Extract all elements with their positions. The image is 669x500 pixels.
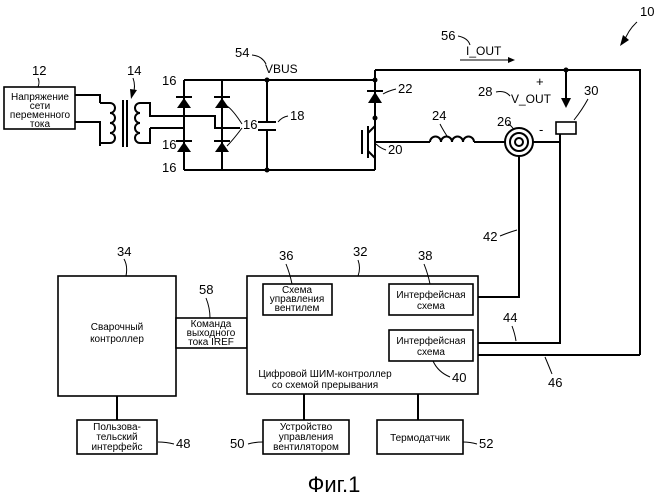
leader-28 [496,92,510,97]
minus-sign: - [539,122,543,137]
interface-bottom-text-1: Интерфейсная [396,335,465,347]
leader-32 [358,260,360,276]
leader-34 [124,259,127,276]
ref-36: 36 [279,248,293,263]
ref-32: 32 [353,244,367,259]
output-terminal-30 [556,122,576,134]
leader-48 [158,442,174,444]
ref-14: 14 [127,63,141,78]
leader-30 [574,99,588,120]
leader-50 [248,442,263,444]
transformer-primary-leads [100,103,110,143]
interface-top-text-1: Интерфейсная [396,289,465,301]
current-sensor-inner [510,133,528,151]
ref-48: 48 [176,436,190,451]
transformer-primary-coil [110,103,115,143]
ref-16-b: 16 [162,137,176,152]
diode-bridge-1 [177,98,191,108]
leader-22 [383,89,396,94]
ref-44: 44 [503,310,517,325]
command-text-3: тока IREF [188,337,234,348]
diode-bridge-4 [215,142,229,152]
ref-42: 42 [483,229,497,244]
wire-mains-bottom [75,122,100,146]
wire-sensor-to-output [533,134,560,142]
wire-current-feedback-42 [478,156,519,297]
ref-24: 24 [432,108,446,123]
welding-controller-text-2: контроллер [90,334,144,345]
leader-16-d-2 [227,128,242,146]
gate-driver-text-3: вентилем [275,303,320,314]
wire-switch-to-inductor [375,118,430,142]
ref-54: 54 [235,45,249,60]
ref-20: 20 [388,142,402,157]
wire-secondary-bottom [140,128,150,143]
mains-text-4: тока [30,119,51,130]
ref-50: 50 [230,436,244,451]
arrowhead-output [561,98,571,108]
figure-caption: Фиг.1 [308,472,361,497]
i-out-arrowhead [508,57,515,63]
interface-top-text-2: схема [417,301,445,312]
leader-46 [545,357,552,374]
leader-58 [206,298,210,318]
interface-bottom-text-2: схема [417,347,445,358]
diode-22 [368,92,382,103]
vbus-label: VBUS [265,62,298,76]
arrowhead-14 [130,89,137,99]
leader-44 [512,326,516,341]
fan-control-text-3: вентилятором [273,442,339,453]
leader-54 [252,55,266,64]
junction-cap-bottom [265,168,270,173]
current-sensor-core [515,138,523,146]
wire-mains-top [75,95,100,103]
i-out-label: I_OUT [466,44,502,58]
ref-40: 40 [452,370,466,385]
junction-cap-top [265,78,270,83]
ref-16-d: 16 [243,117,257,132]
inductor-24 [430,137,474,143]
plus-sign: + [536,74,544,89]
ref-16-c: 16 [162,160,176,175]
ref-12: 12 [32,63,46,78]
ref-58: 58 [199,282,213,297]
ref-28: 28 [478,84,492,99]
diode-bridge-2 [177,142,191,152]
transformer-secondary-coil [135,103,140,143]
ref-56: 56 [441,28,455,43]
arrowhead-10 [620,35,629,46]
igbt-terminals [368,126,375,158]
pwm-controller-text-2: со схемой прерывания [272,380,378,391]
leader-18 [278,116,288,122]
ref-34: 34 [117,244,131,259]
ref-38: 38 [418,248,432,263]
ref-52: 52 [479,436,493,451]
ref-16-a: 16 [162,73,176,88]
welding-controller-text-1: Сварочный [91,322,143,333]
ref-30: 30 [584,83,598,98]
leader-24 [440,124,447,136]
ref-18: 18 [290,108,304,123]
leader-16-d-1 [227,106,242,124]
user-interface-text-3: интерфейс [91,441,142,453]
pwm-controller-text-1: Цифровой ШИМ-контроллер [258,368,392,380]
ref-22: 22 [398,81,412,96]
thermal-sensor-text: Термодатчик [390,433,450,444]
leader-42 [500,230,517,236]
leader-52 [463,442,477,444]
v-out-label: V_OUT [511,92,552,106]
leader-20 [376,144,386,150]
leader-12 [38,78,39,87]
ref-46: 46 [548,375,562,390]
ref-10: 10 [640,4,654,19]
ref-26: 26 [497,114,511,129]
junction-vbus [373,78,378,83]
